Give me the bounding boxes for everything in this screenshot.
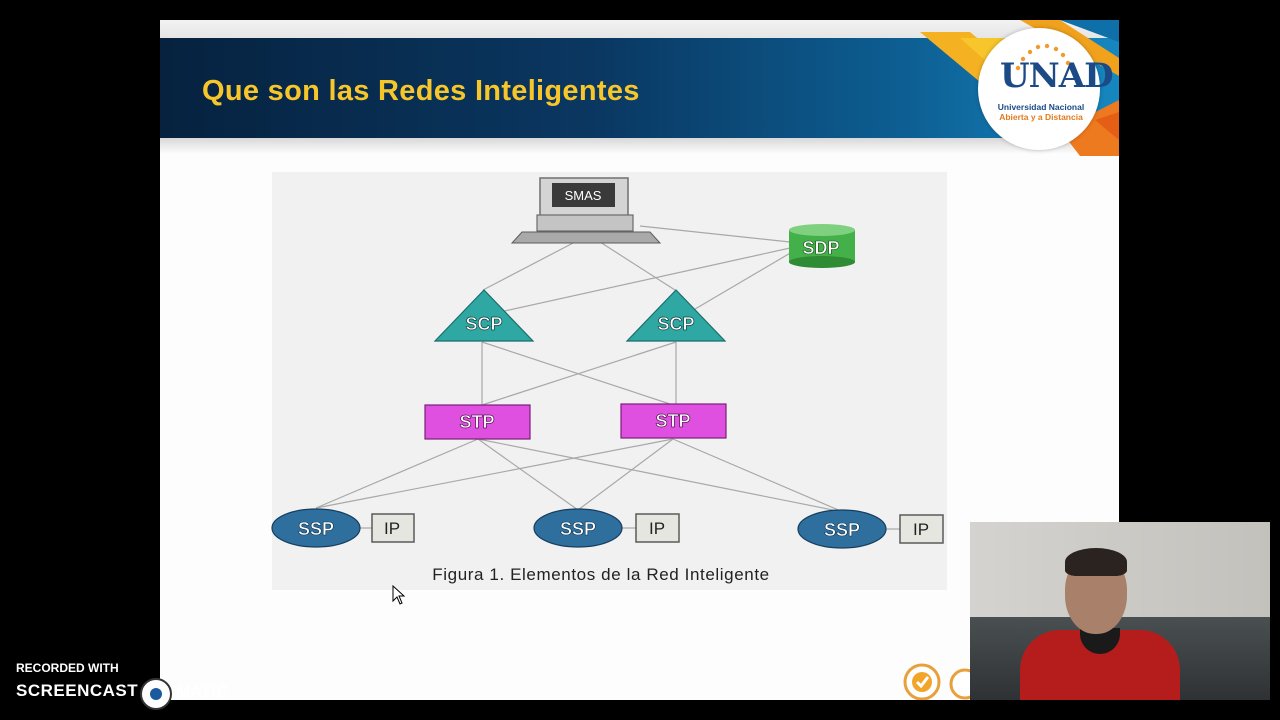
- logo-subtitle-line1: Universidad Nacional: [997, 102, 1085, 112]
- ssp-3-ellipse: [797, 509, 887, 549]
- link-smas-scp-right: [599, 241, 676, 291]
- sdp-top: [789, 224, 855, 236]
- node-ssp-3: SSP: [797, 509, 887, 549]
- link-smas-sdp: [639, 225, 791, 243]
- ip-2-box: [635, 513, 680, 543]
- node-ip-3: IP: [899, 514, 944, 544]
- ssp-3-label: SSP: [824, 520, 860, 540]
- link-sdp-scp-right: [689, 251, 793, 313]
- ssp-2-ellipse: [533, 508, 623, 548]
- link-stp-right-ssp-2: [577, 438, 674, 511]
- webcam-presenter-hair: [1065, 548, 1127, 576]
- node-sdp: SDP: [789, 224, 855, 268]
- node-ssp-1: SSP: [271, 508, 361, 548]
- scp-right-triangle: [625, 289, 727, 342]
- node-ip-2: IP: [635, 513, 680, 543]
- scp-left-triangle: [433, 289, 535, 342]
- node-ssp-2: SSP: [533, 508, 623, 548]
- ip-3-label: IP: [913, 520, 929, 539]
- ip-1-label: IP: [384, 519, 400, 538]
- sdp-bottom: [789, 256, 855, 268]
- slide-top-band: [160, 20, 1119, 40]
- link-stp-left-ssp-2: [477, 438, 579, 511]
- sdp-label: SDP: [802, 238, 839, 258]
- smas-base: [536, 214, 634, 232]
- link-stp-right-ssp-3: [672, 438, 844, 513]
- logo-subtitle: Universidad Nacional Abierta y a Distanc…: [986, 102, 1096, 122]
- ip-2-label: IP: [649, 519, 665, 538]
- mouse-cursor-icon: [392, 585, 406, 605]
- logo-dots-arc: [1015, 43, 1071, 71]
- node-stp-right: STP: [620, 403, 727, 439]
- node-ip-1: IP: [371, 513, 415, 543]
- smas-keyboard: [510, 231, 662, 244]
- stp-left-box: [424, 404, 531, 440]
- watermark-screencast: SCREENCAST: [16, 681, 139, 700]
- diagram-links: [315, 225, 900, 530]
- smas-screen: [552, 183, 615, 207]
- link-scp-right-stp-left: [481, 341, 677, 406]
- node-smas: SMAS: [510, 177, 662, 244]
- link-stp-left-ssp-1: [315, 438, 479, 509]
- ssp-1-label: SSP: [298, 519, 334, 539]
- screencast-o-matic-icon: [140, 678, 172, 710]
- node-scp-left: SCP: [433, 289, 535, 342]
- ip-1-box: [371, 513, 415, 543]
- figure-caption: Figura 1. Elementos de la Red Inteligent…: [432, 565, 769, 584]
- certification-badges: [903, 663, 970, 700]
- stp-right-label: STP: [655, 411, 690, 431]
- header-shadow: [160, 138, 1119, 154]
- ssp-2-label: SSP: [560, 519, 596, 539]
- slide-title: Que son las Redes Inteligentes: [202, 75, 640, 107]
- ip-3-box: [899, 514, 944, 544]
- logo-subtitle-line2: Abierta y a Distancia: [999, 112, 1083, 122]
- link-smas-scp-left: [482, 241, 576, 291]
- webcam-overlay: [970, 522, 1270, 700]
- ssp-1-ellipse: [271, 508, 361, 548]
- stp-left-label: STP: [459, 412, 494, 432]
- link-sdp-scp-left: [499, 247, 791, 313]
- stp-right-box: [620, 403, 727, 439]
- link-stp-left-ssp-3: [477, 438, 844, 513]
- node-stp-left: STP: [424, 404, 531, 440]
- node-scp-right: SCP: [625, 289, 727, 342]
- link-stp-right-ssp-1: [315, 438, 674, 509]
- scp-right-label: SCP: [657, 314, 694, 334]
- watermark-recorded-with: RECORDED WITH: [16, 661, 119, 675]
- watermark-matic: MATIC: [176, 682, 229, 701]
- scp-left-label: SCP: [465, 314, 502, 334]
- smas-label: SMAS: [565, 188, 602, 203]
